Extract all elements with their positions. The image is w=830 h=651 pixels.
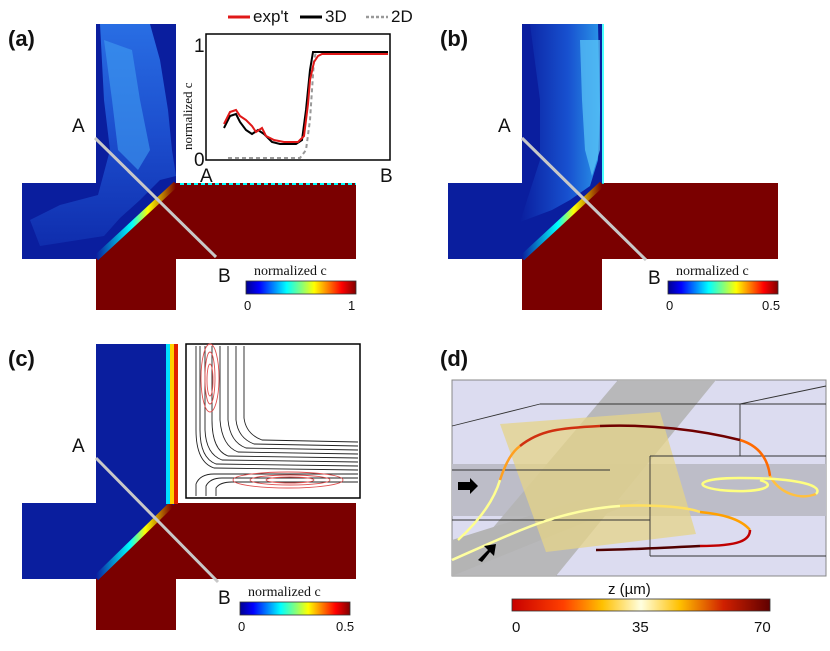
inset-y-top: 1 xyxy=(194,36,205,57)
interface xyxy=(93,181,179,261)
panel-c-label: (c) xyxy=(8,346,35,371)
mixing-plume xyxy=(520,24,600,222)
inset-ylabel: normalized c xyxy=(180,82,195,150)
colorbar-title: normalized c xyxy=(676,264,749,279)
panel-c: (c) A B normalized c 0 0.5 xyxy=(8,343,361,634)
outlet-channel-vertical xyxy=(522,258,602,310)
inset-x-left: A xyxy=(200,166,213,187)
panel-d-label: (d) xyxy=(440,346,468,371)
mixing-plume xyxy=(30,24,176,246)
z-tick-70: 70 xyxy=(754,619,771,636)
panel-b-label: (b) xyxy=(440,26,468,51)
flow-arrow-diagonal xyxy=(478,544,496,562)
outlet-channel-horizontal xyxy=(176,503,356,579)
interface-plane xyxy=(500,412,696,552)
colorbar-max: 0.5 xyxy=(762,298,780,313)
outlet-channel-horizontal xyxy=(180,183,356,259)
cut-line xyxy=(93,136,218,259)
colorbar-min: 0 xyxy=(244,298,251,313)
outlet-channel-vertical xyxy=(96,578,176,630)
z-tick-35: 35 xyxy=(632,619,649,636)
point-a-label: A xyxy=(72,116,85,137)
z-colorbar xyxy=(511,598,771,612)
colorbar-title: normalized c xyxy=(248,585,321,600)
colorbar xyxy=(239,601,351,616)
cut-line xyxy=(94,456,220,584)
point-b-label: B xyxy=(218,266,231,287)
plume-core xyxy=(104,40,150,170)
panel-a-label: (a) xyxy=(8,26,35,51)
legend-2d: 2D xyxy=(391,7,413,26)
colorbar-min: 0 xyxy=(238,619,245,634)
curve-exp xyxy=(223,53,388,143)
inlet-channel-vertical xyxy=(96,344,176,504)
point-b-label: B xyxy=(648,268,661,289)
point-b-label: B xyxy=(218,588,231,609)
colorbar xyxy=(667,280,779,295)
streamline-inset xyxy=(185,343,361,499)
cut-line xyxy=(520,136,648,262)
interface xyxy=(93,501,175,581)
legend-3d: 3D xyxy=(325,7,347,26)
outlet-channel-vertical xyxy=(96,258,176,310)
interface xyxy=(519,181,605,261)
colorbar-max: 0.5 xyxy=(336,619,354,634)
z-tick-0: 0 xyxy=(512,619,520,636)
concentration-profile-inset: exp't 3D 2D 1 0 A B normalized c xyxy=(180,7,413,187)
z-colorbar-title: z (µm) xyxy=(608,581,651,598)
inset-x-right: B xyxy=(380,166,393,187)
point-a-label: A xyxy=(498,116,511,137)
panel-d: (d) xyxy=(440,346,827,636)
inset-y-bottom: 0 xyxy=(194,150,205,171)
panel-a: (a) A B normalized c 0 1 exp't 3D xyxy=(8,7,413,313)
point-a-label: A xyxy=(72,436,85,457)
colorbar xyxy=(245,280,357,295)
legend-exp: exp't xyxy=(253,7,289,26)
colorbar-min: 0 xyxy=(666,298,673,313)
curve-2d xyxy=(228,51,388,159)
colorbar-max: 1 xyxy=(348,298,355,313)
outlet-channel-horizontal xyxy=(606,183,778,259)
panel-b: (b) A B normalized c 0 0.5 xyxy=(440,24,780,313)
flow-arrow-right xyxy=(458,478,478,494)
colorbar-title: normalized c xyxy=(254,264,327,279)
